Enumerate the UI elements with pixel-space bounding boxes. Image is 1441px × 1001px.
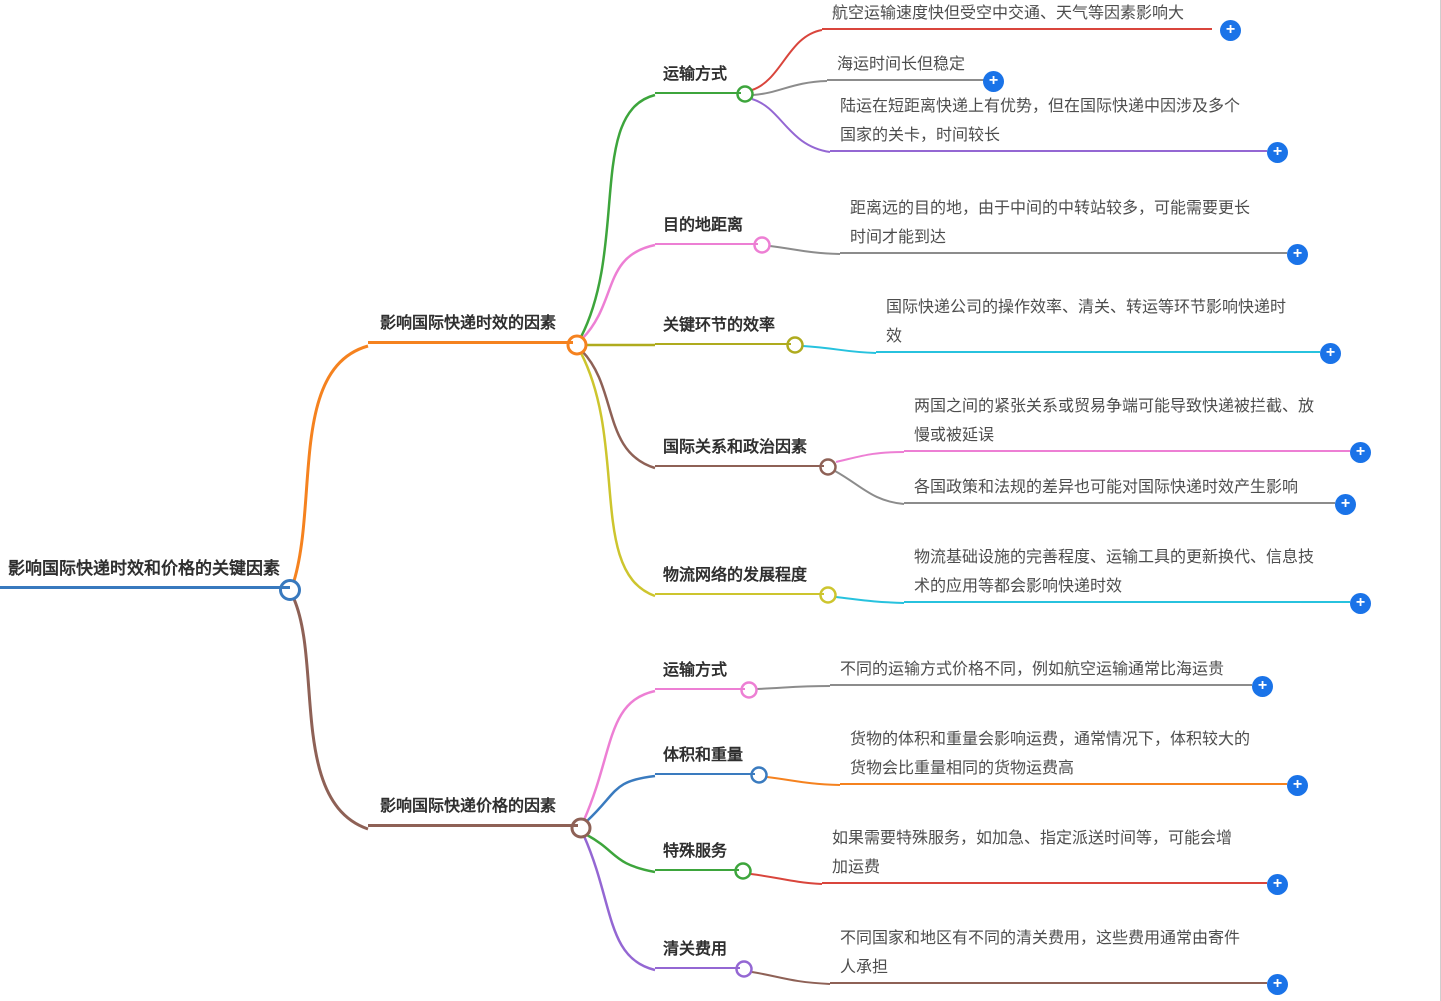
leaf-air-transport[interactable]: 航空运输速度快但受空中交通、天气等因素影响大 (822, 0, 1212, 30)
expand-icon[interactable]: + (1287, 244, 1308, 265)
node-destination-distance[interactable]: 目的地距离 (655, 211, 758, 245)
leaf-policy-difference[interactable]: 各国政策和法规的差异也可能对国际快递时效产生影响 (904, 473, 1335, 504)
expand-icon[interactable]: + (1350, 442, 1371, 463)
edge-leaf-tension (835, 451, 905, 463)
expand-icon[interactable]: + (1320, 343, 1341, 364)
edge-leaf-urgent (750, 873, 823, 885)
edge-time-transport (579, 93, 656, 338)
edge-leaf-cargo (766, 776, 841, 786)
edge-leaf-operation (802, 345, 877, 354)
edge-price-volume (586, 774, 656, 822)
expand-icon[interactable]: + (1252, 676, 1273, 697)
edge-leaf-sender (751, 971, 831, 985)
edge-leaf-sea (752, 80, 828, 96)
node-volume-weight[interactable]: 体积和重量 (655, 741, 755, 775)
leaf-price-by-mode[interactable]: 不同的运输方式价格不同，例如航空运输通常比海运贵 (830, 655, 1252, 686)
edge-time-network (579, 352, 656, 598)
leaf-cargo-volume-weight[interactable]: 货物的体积和重量会影响运费，通常情况下，体积较大的 货物会比重量相同的货物运费高 (840, 725, 1287, 785)
leaf-sea-transport[interactable]: 海运时间长但稳定 (827, 50, 989, 81)
expand-icon[interactable]: + (983, 71, 1004, 92)
node-transport-mode-price[interactable]: 运输方式 (655, 656, 745, 690)
node-logistics-network[interactable]: 物流网络的发展程度 (655, 561, 824, 595)
node-transport-mode-time[interactable]: 运输方式 (655, 60, 741, 94)
node-customs-fee[interactable]: 清关费用 (655, 935, 740, 969)
edge-leaf-air (751, 29, 823, 91)
edge-leaf-price-mode (756, 685, 831, 690)
edge-leaf-far-destination (769, 245, 841, 255)
edge-leaf-policy (834, 470, 905, 505)
edge-leaf-infrastructure (835, 596, 905, 604)
expand-icon[interactable]: + (1267, 142, 1288, 163)
expand-icon[interactable]: + (1267, 974, 1288, 995)
leaf-land-transport[interactable]: 陆运在短距离快递上有优势，但在国际快递中因涉及多个 国家的关卡，时间较长 (830, 92, 1267, 152)
leaf-trade-tension[interactable]: 两国之间的紧张关系或贸易争端可能导致快递被拦截、放 慢或被延误 (904, 392, 1350, 452)
node-key-link-efficiency[interactable]: 关键环节的效率 (655, 311, 791, 345)
edge-price-transport (582, 689, 656, 821)
edge-time-relations (581, 350, 656, 470)
leaf-customs-by-sender[interactable]: 不同国家和地区有不同的清关费用，这些费用通常由寄件 人承担 (830, 924, 1267, 984)
edge-price-special (586, 833, 656, 874)
edge-time-distance (581, 243, 656, 340)
edge-root-time (292, 344, 369, 582)
expand-icon[interactable]: + (1267, 874, 1288, 895)
root-node[interactable]: 影响国际快递时效和价格的关键因素 (0, 554, 290, 589)
branch-node-price[interactable]: 影响国际快递价格的因素 (368, 792, 578, 827)
leaf-far-destination[interactable]: 距离远的目的地，由于中间的中转站较多，可能需要更长 时间才能到达 (840, 194, 1287, 254)
node-special-service[interactable]: 特殊服务 (655, 837, 739, 871)
edge-price-customs (582, 835, 656, 972)
expand-icon[interactable]: + (1287, 775, 1308, 796)
expand-icon[interactable]: + (1220, 20, 1241, 41)
leaf-infrastructure[interactable]: 物流基础设施的完善程度、运输工具的更新换代、信息技 术的应用等都会影响快递时效 (904, 543, 1350, 603)
edge-leaf-land (751, 98, 831, 153)
branch-node-time[interactable]: 影响国际快递时效的因素 (368, 309, 573, 344)
expand-icon[interactable]: + (1335, 494, 1356, 515)
expand-icon[interactable]: + (1350, 593, 1371, 614)
edge-root-price (292, 598, 369, 831)
leaf-operation-efficiency[interactable]: 国际快递公司的操作效率、清关、转运等环节影响快递时 效 (876, 293, 1320, 353)
leaf-urgent-service[interactable]: 如果需要特殊服务，如加急、指定派送时间等，可能会增 加运费 (822, 824, 1267, 884)
node-intl-relations-politics[interactable]: 国际关系和政治因素 (655, 433, 824, 467)
